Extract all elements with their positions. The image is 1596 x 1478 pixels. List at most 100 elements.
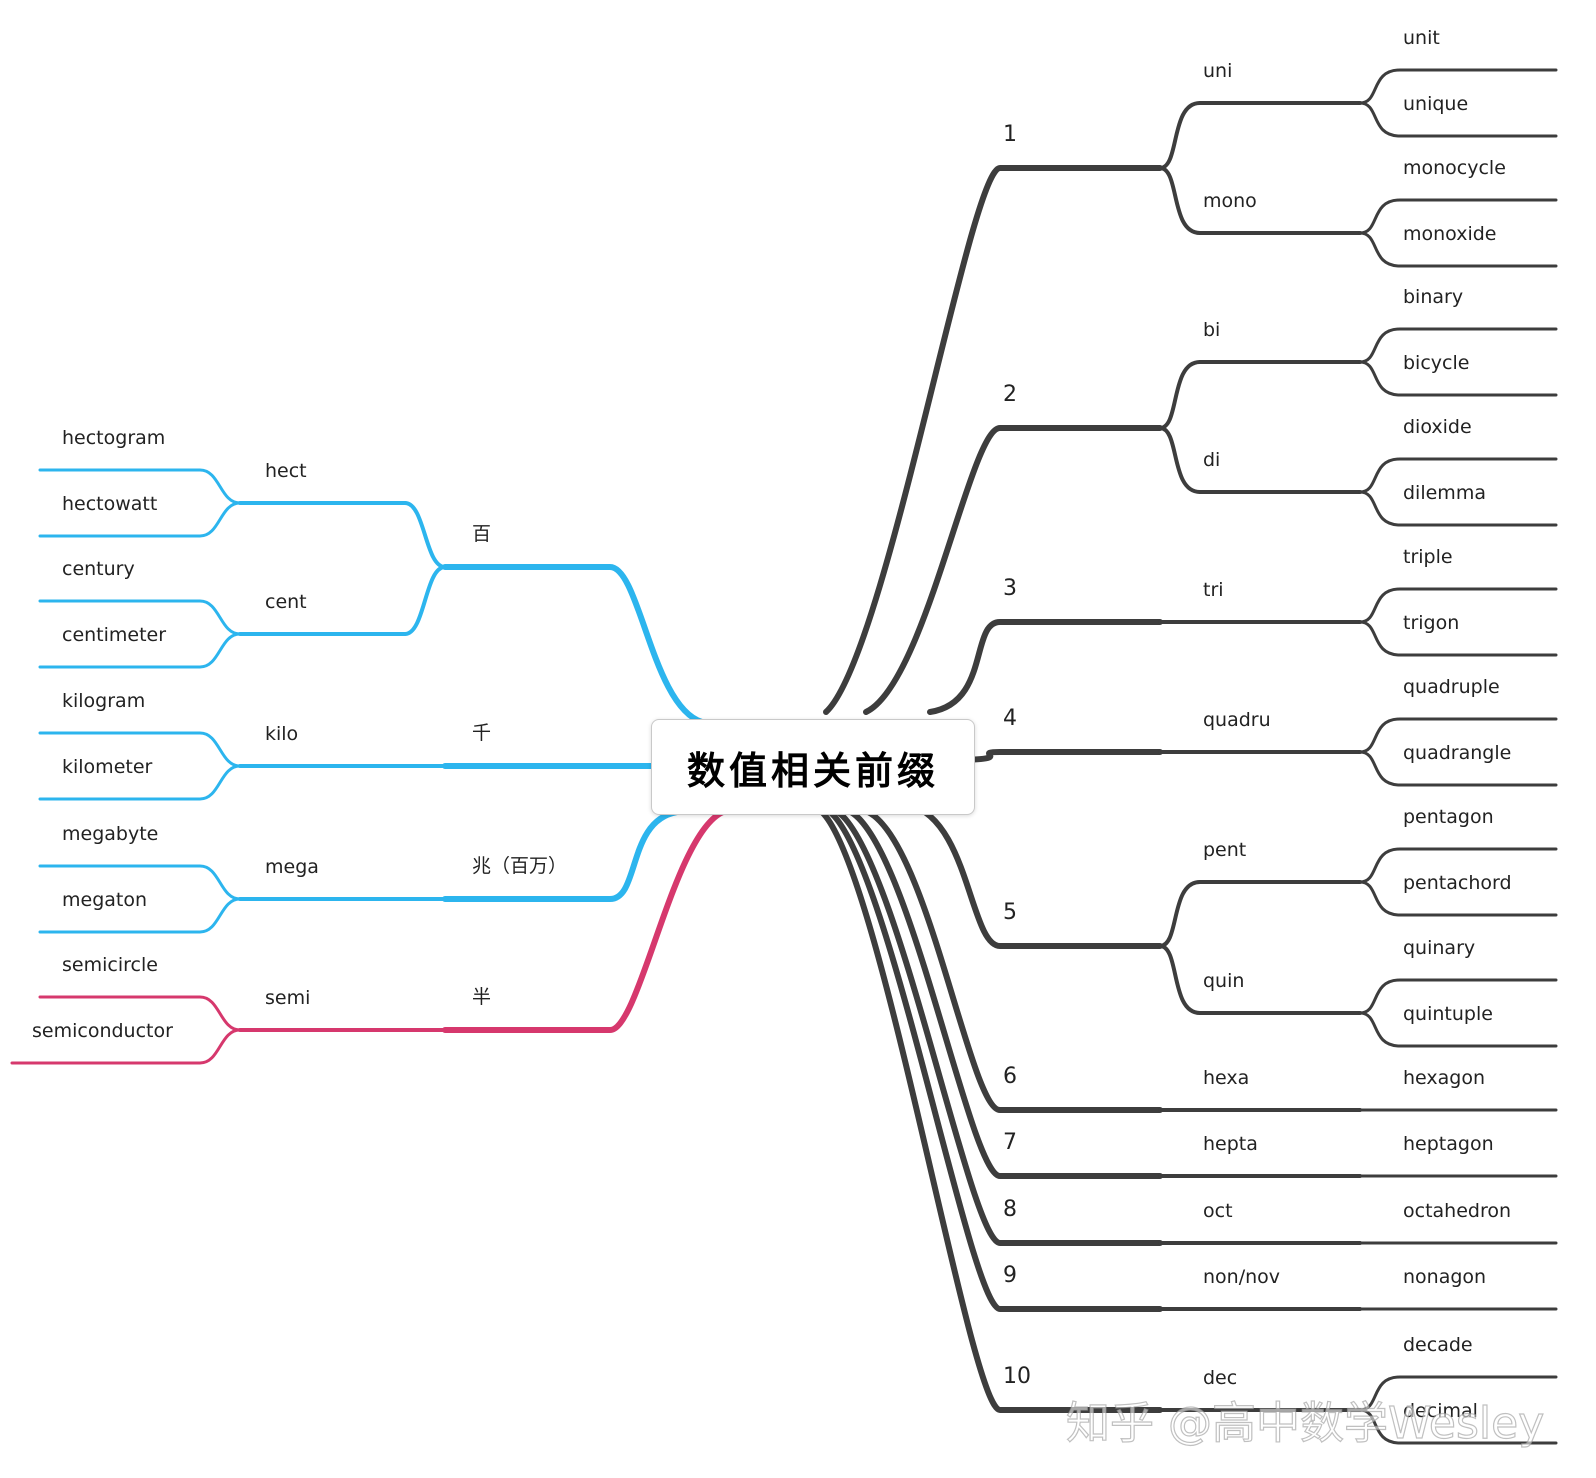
word-node-hexagon[interactable]: hexagon <box>1403 1067 1485 1089</box>
prefix-node-quin[interactable]: quin <box>1203 970 1244 992</box>
word-line-quinary <box>1358 978 1558 1015</box>
prefix-node-dec[interactable]: dec <box>1203 1367 1237 1389</box>
word-node-decade[interactable]: decade <box>1403 1334 1473 1356</box>
word-node-decimal[interactable]: decimal <box>1403 1400 1478 1422</box>
branch-4 <box>955 749 1163 763</box>
prefix-node-tri[interactable]: tri <box>1203 579 1224 601</box>
word-line-binary <box>1358 327 1558 364</box>
word-node-quadruple[interactable]: quadruple <box>1403 676 1500 698</box>
word-line-quadruple <box>1358 717 1558 754</box>
left-prefix-node-mega[interactable]: mega <box>265 856 319 878</box>
prefix-node-pent[interactable]: pent <box>1203 839 1246 861</box>
left-word-line-semicircle <box>38 995 242 1032</box>
category-node-0[interactable]: 百 <box>472 523 491 545</box>
number-node-1[interactable]: 1 <box>1003 122 1017 147</box>
number-node-5[interactable]: 5 <box>1003 900 1017 925</box>
left-prefix-node-hect[interactable]: hect <box>265 460 307 482</box>
left-word-node-kilometer[interactable]: kilometer <box>62 756 153 778</box>
prefix-node-mono[interactable]: mono <box>1203 190 1257 212</box>
word-line-pentagon <box>1358 847 1558 884</box>
word-line-quintuple <box>1358 1011 1558 1048</box>
word-node-unique[interactable]: unique <box>1403 93 1468 115</box>
left-word-line-megaton <box>38 897 242 934</box>
word-node-octahedron[interactable]: octahedron <box>1403 1200 1511 1222</box>
left-word-line-megabyte <box>38 864 242 901</box>
left-word-node-megabyte[interactable]: megabyte <box>62 823 158 845</box>
number-node-8[interactable]: 8 <box>1003 1197 1017 1222</box>
number-node-9[interactable]: 9 <box>1003 1263 1017 1288</box>
prefix-link-bi <box>1158 360 1202 430</box>
prefix-node-hexa[interactable]: hexa <box>1203 1067 1249 1089</box>
word-line-quadrangle <box>1358 750 1558 787</box>
left-word-node-hectogram[interactable]: hectogram <box>62 427 165 449</box>
root-topic[interactable]: 数值相关前缀 <box>651 719 975 815</box>
word-node-quadrangle[interactable]: quadrangle <box>1403 742 1511 764</box>
prefix-node-oct[interactable]: oct <box>1203 1200 1233 1222</box>
left-word-line-century <box>38 599 242 636</box>
left-word-node-century[interactable]: century <box>62 558 135 580</box>
left-word-line-centimeter <box>38 632 242 669</box>
left-branch-0 <box>442 564 705 725</box>
word-line-monoxide <box>1358 231 1558 268</box>
prefix-node-non-nov[interactable]: non/nov <box>1203 1266 1280 1288</box>
left-word-node-megaton[interactable]: megaton <box>62 889 147 911</box>
category-node-1[interactable]: 千 <box>472 722 491 744</box>
word-node-dilemma[interactable]: dilemma <box>1403 482 1486 504</box>
word-node-trigon[interactable]: trigon <box>1403 612 1459 634</box>
mind-map-labels: 1 uni unit unique mono monocycle monoxide 2 bi bi… <box>32 27 1512 1422</box>
left-branch-2 <box>442 809 680 902</box>
word-line-triple <box>1358 587 1558 624</box>
left-word-line-semiconductor <box>10 1028 242 1065</box>
word-line-pentachord <box>1358 880 1558 917</box>
word-line-unique <box>1358 101 1558 138</box>
number-node-7[interactable]: 7 <box>1003 1130 1017 1155</box>
word-node-unit[interactable]: unit <box>1403 27 1440 49</box>
left-branch-3 <box>442 809 726 1033</box>
prefix-node-uni[interactable]: uni <box>1203 60 1232 82</box>
number-node-6[interactable]: 6 <box>1003 1064 1017 1089</box>
left-prefix-node-semi[interactable]: semi <box>265 987 310 1009</box>
category-node-3[interactable]: 半 <box>472 986 491 1008</box>
word-node-dioxide[interactable]: dioxide <box>1403 416 1472 438</box>
left-word-node-kilogram[interactable]: kilogram <box>62 690 145 712</box>
prefix-link-mono <box>1158 166 1202 235</box>
word-line-trigon <box>1358 620 1558 657</box>
left-word-node-semiconductor[interactable]: semiconductor <box>32 1020 173 1042</box>
word-node-bicycle[interactable]: bicycle <box>1403 352 1469 374</box>
watermark: 知乎 @高中数学Wesley <box>1065 1397 1545 1449</box>
branch-9 <box>827 809 1163 1312</box>
left-word-node-hectowatt[interactable]: hectowatt <box>62 493 157 515</box>
left-prefix-link-hect <box>403 501 447 569</box>
left-word-line-hectogram <box>38 468 242 505</box>
number-node-10[interactable]: 10 <box>1003 1364 1031 1389</box>
number-node-2[interactable]: 2 <box>1003 382 1017 407</box>
word-node-monoxide[interactable]: monoxide <box>1403 223 1497 245</box>
prefix-node-quadru[interactable]: quadru <box>1203 709 1271 731</box>
number-node-4[interactable]: 4 <box>1003 706 1017 731</box>
left-word-line-hectowatt <box>38 501 242 538</box>
prefix-link-uni <box>1158 101 1202 170</box>
word-node-quinary[interactable]: quinary <box>1403 937 1475 959</box>
number-node-3[interactable]: 3 <box>1003 576 1017 601</box>
left-word-node-centimeter[interactable]: centimeter <box>62 624 166 646</box>
word-node-monocycle[interactable]: monocycle <box>1403 157 1506 179</box>
prefix-link-quin <box>1158 944 1202 1015</box>
category-node-2[interactable]: 兆（百万） <box>472 855 567 877</box>
left-prefix-node-kilo[interactable]: kilo <box>265 723 298 745</box>
word-line-dilemma <box>1358 490 1558 527</box>
left-word-node-semicircle[interactable]: semicircle <box>62 954 158 976</box>
word-node-triple[interactable]: triple <box>1403 546 1453 568</box>
prefix-node-hepta[interactable]: hepta <box>1203 1133 1258 1155</box>
left-prefix-node-cent[interactable]: cent <box>265 591 307 613</box>
prefix-node-di[interactable]: di <box>1203 449 1220 471</box>
prefix-node-bi[interactable]: bi <box>1203 319 1220 341</box>
prefix-link-di <box>1158 426 1202 494</box>
word-node-binary[interactable]: binary <box>1403 286 1463 308</box>
word-node-heptagon[interactable]: heptagon <box>1403 1133 1494 1155</box>
word-node-pentachord[interactable]: pentachord <box>1403 872 1512 894</box>
word-node-pentagon[interactable]: pentagon <box>1403 806 1494 828</box>
word-node-nonagon[interactable]: nonagon <box>1403 1266 1486 1288</box>
word-line-dioxide <box>1358 457 1558 494</box>
word-node-quintuple[interactable]: quintuple <box>1403 1003 1493 1025</box>
left-prefix-link-cent <box>403 565 447 636</box>
